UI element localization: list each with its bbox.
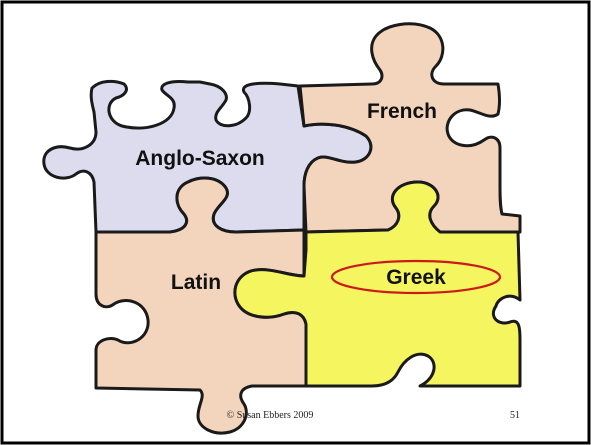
label-french: French — [367, 100, 437, 123]
page-number: 51 — [510, 410, 520, 421]
label-anglo-saxon: Anglo-Saxon — [135, 147, 265, 170]
label-greek: Greek — [386, 266, 446, 289]
puzzle-piece-french — [298, 22, 522, 234]
footer-credit: © Susan Ebbers 2009 — [227, 410, 314, 421]
label-latin: Latin — [171, 271, 221, 294]
greek-highlight-oval — [330, 259, 502, 295]
puzzle-piece-greek — [233, 180, 522, 388]
